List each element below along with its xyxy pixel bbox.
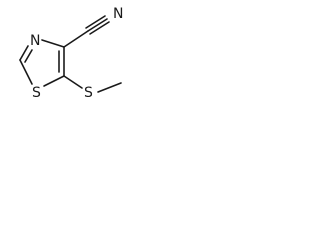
atom-label-thiazole-nitrogen: N [30,33,40,49]
bond-s-ch3 [97,82,122,93]
bond-nitrile-triple-3 [89,21,110,35]
atom-label-thiazole-sulfur: S [32,85,41,101]
structure-drawing: N S N S [19,6,123,101]
atom-label-thioether-sulfur: S [84,85,93,101]
bond-c2-n3 [19,45,29,61]
molecule-canvas: N S N S [0,0,145,124]
bond-c5-s-methyl [63,75,83,89]
bond-nitrile-triple-1 [87,18,108,32]
bond-s1-c2 [19,59,33,85]
bond-c2-n3-inner [24,49,33,63]
bond-c5-s1 [43,75,65,87]
bond-nitrile-triple-2 [85,15,106,29]
atom-label-nitrile-nitrogen: N [113,6,123,22]
bond-c4-cnitrile [63,30,89,48]
bond-n3-c4 [41,39,65,48]
